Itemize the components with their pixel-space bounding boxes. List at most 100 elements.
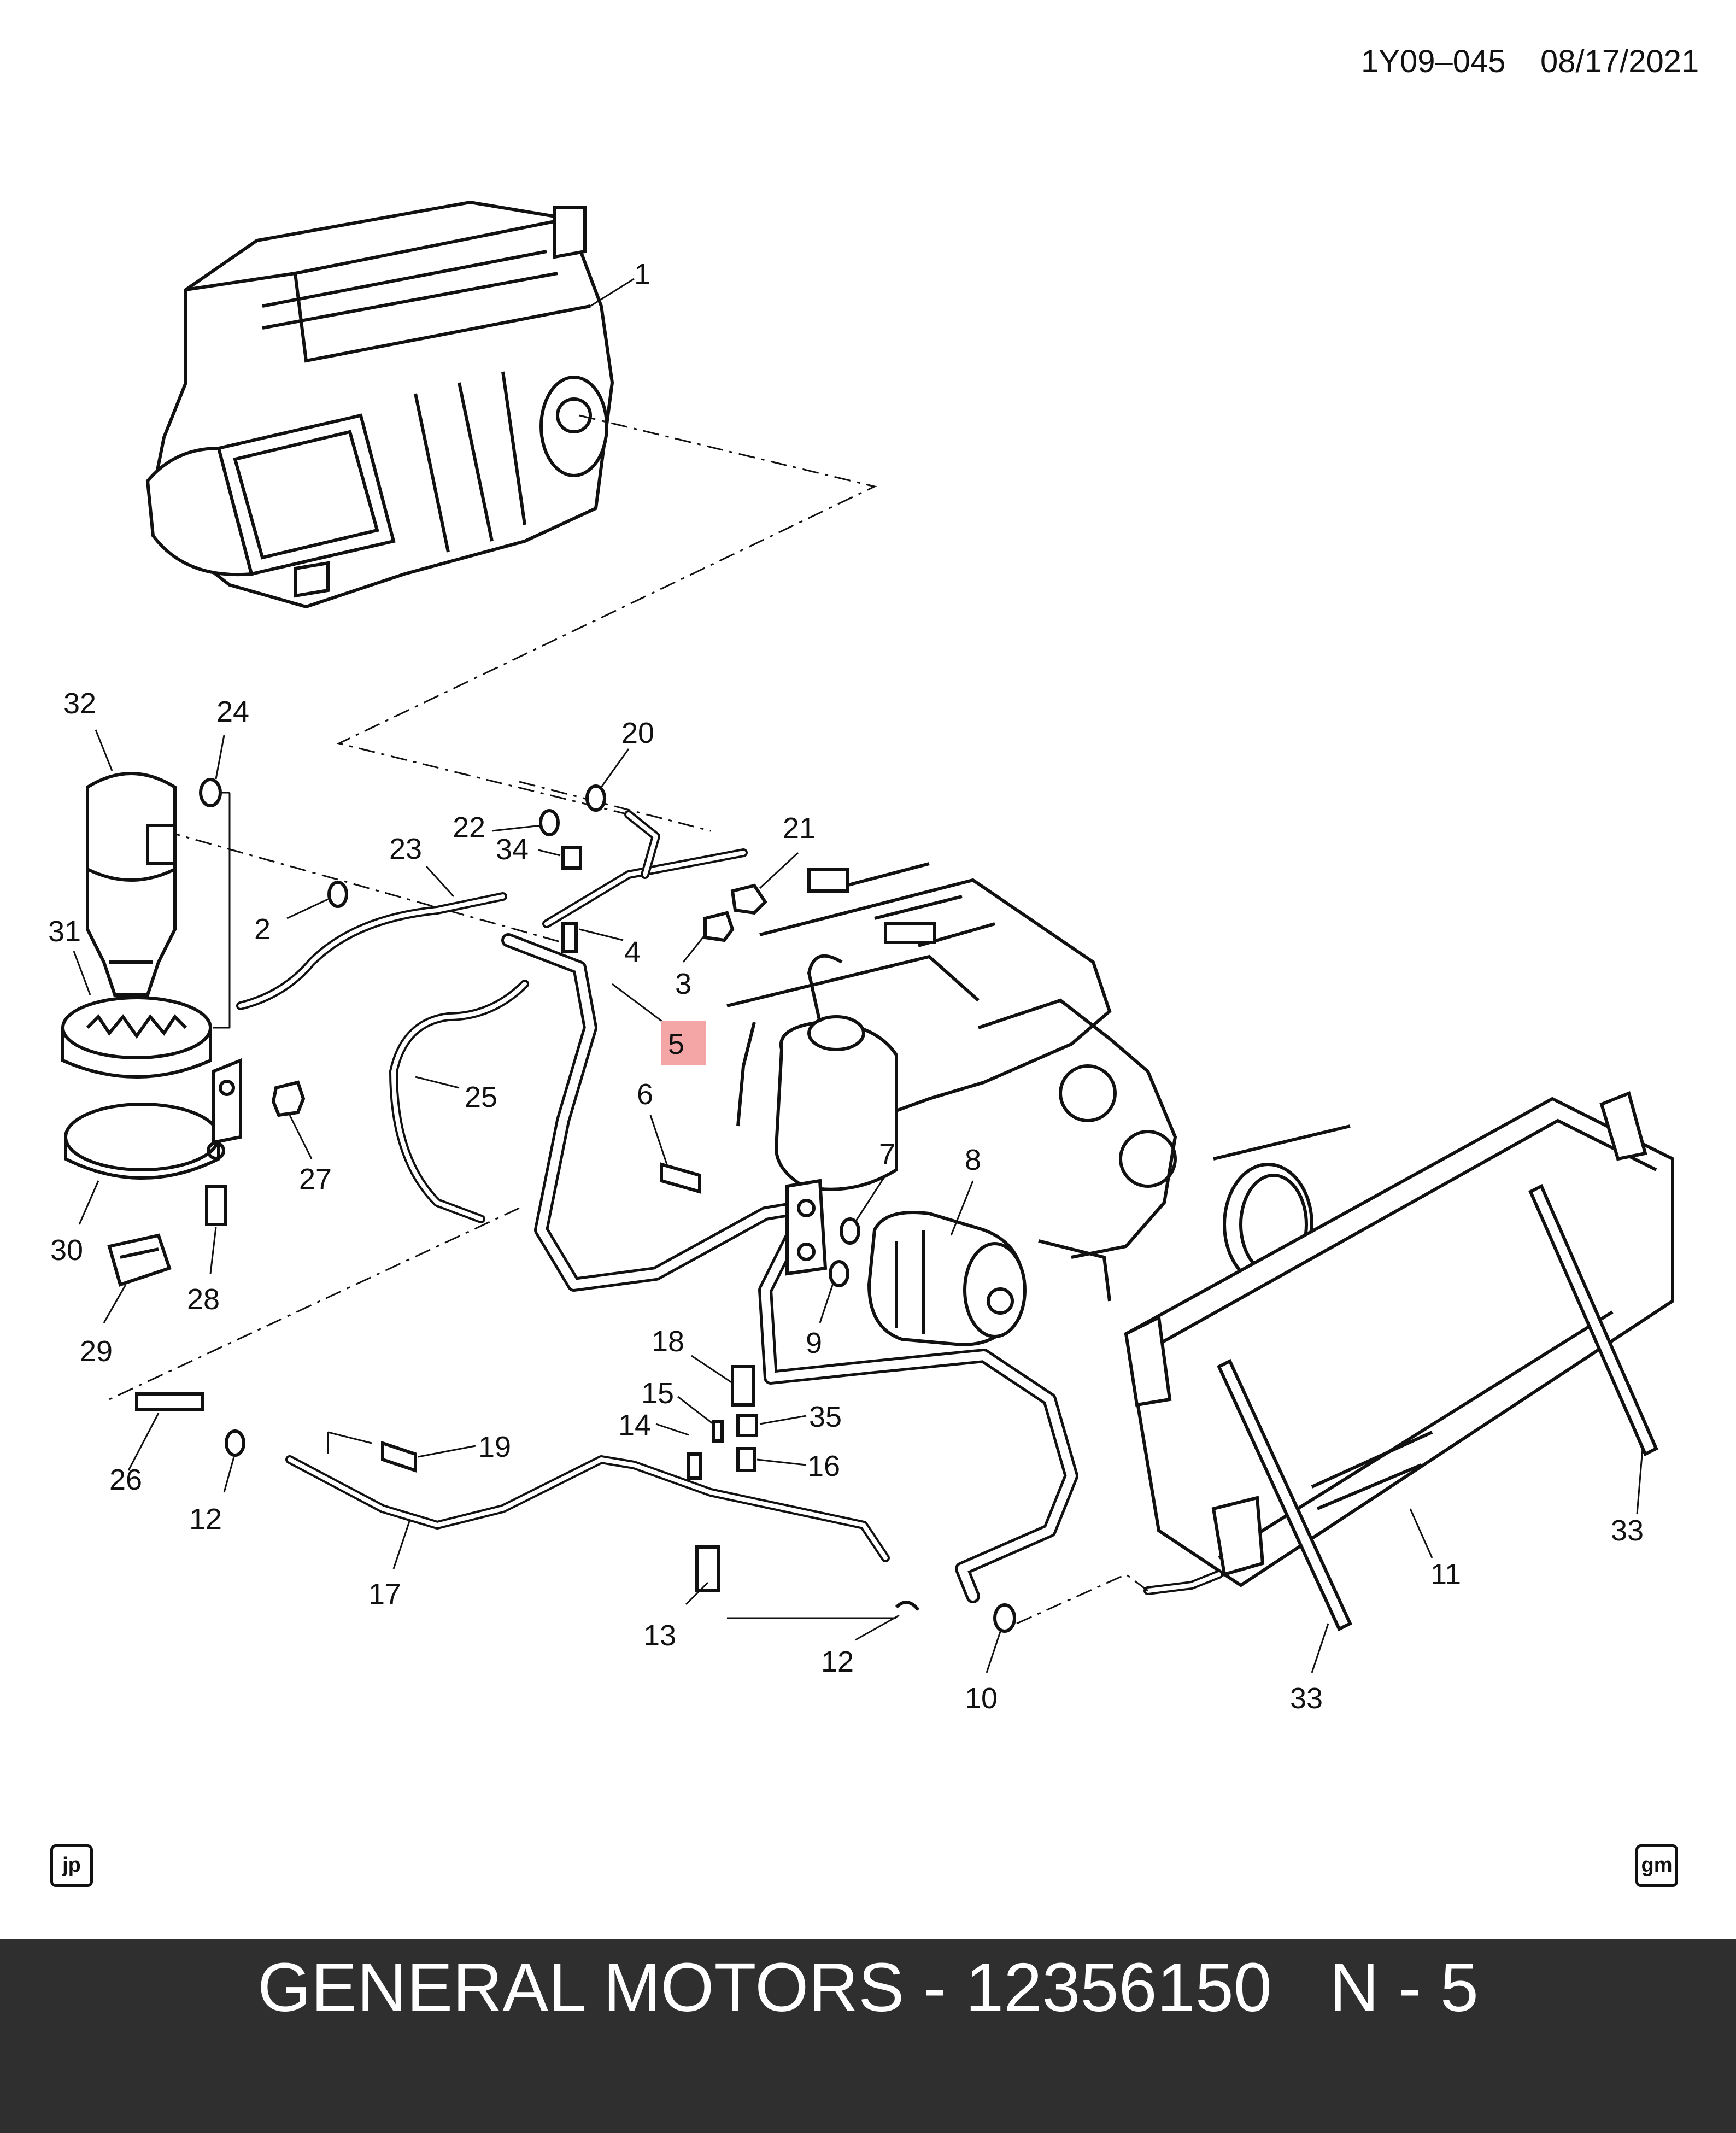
leader-21 bbox=[759, 852, 799, 889]
leader-25 bbox=[415, 1076, 460, 1089]
callout-26: 26 bbox=[109, 1463, 142, 1496]
cap-16 bbox=[736, 1447, 756, 1472]
bolt-13 bbox=[695, 1545, 720, 1592]
engine bbox=[726, 862, 1351, 1302]
tube-25 bbox=[389, 980, 529, 1223]
leader-17 bbox=[392, 1519, 411, 1569]
seal-12-left bbox=[225, 1429, 245, 1457]
seal-22 bbox=[539, 809, 560, 836]
bolt-6 bbox=[660, 1162, 701, 1194]
callout-9: 9 bbox=[806, 1327, 822, 1360]
dashed-leader-20 bbox=[519, 781, 711, 832]
valve-4 bbox=[561, 922, 578, 953]
callout-1: 1 bbox=[634, 258, 650, 291]
callout-12-left: 12 bbox=[189, 1503, 222, 1536]
callout-29: 29 bbox=[80, 1335, 113, 1368]
callout-6: 6 bbox=[637, 1078, 653, 1111]
leader-18 bbox=[691, 1355, 733, 1384]
diagram-date: 08/17/2021 bbox=[1540, 44, 1699, 79]
seal-2 bbox=[327, 881, 348, 908]
cap-35 bbox=[736, 1414, 758, 1437]
condenser-11 bbox=[1124, 1091, 1674, 1587]
seal-9 bbox=[829, 1260, 849, 1287]
callout-19: 19 bbox=[478, 1431, 511, 1463]
callout-13: 13 bbox=[643, 1619, 676, 1652]
leader-23 bbox=[425, 865, 455, 898]
callout-34: 34 bbox=[496, 833, 529, 866]
leader-16 bbox=[756, 1458, 807, 1466]
accumulator-cap-31 bbox=[61, 996, 212, 1079]
seal-strip-33-left bbox=[1217, 1358, 1352, 1632]
leader-1 bbox=[590, 278, 635, 307]
leader-8 bbox=[950, 1180, 974, 1236]
hose-5 bbox=[501, 933, 805, 1292]
callout-28: 28 bbox=[187, 1283, 220, 1316]
callout-35: 35 bbox=[809, 1400, 842, 1433]
bracket-line-24 bbox=[213, 792, 231, 1029]
nut-27 bbox=[271, 1080, 306, 1117]
callout-31: 31 bbox=[48, 915, 81, 948]
callout-27: 27 bbox=[299, 1163, 332, 1196]
seal-7 bbox=[840, 1217, 860, 1245]
leader-7 bbox=[854, 1175, 887, 1222]
callouts: 1 2 3 4 5 6 7 8 9 10 11 12 12 13 14 15 1… bbox=[48, 258, 1644, 1715]
footer-bar bbox=[0, 1939, 1736, 2133]
seal-10 bbox=[993, 1603, 1016, 1633]
bolt-3 bbox=[703, 911, 735, 942]
callout-4: 4 bbox=[624, 936, 641, 969]
fitting-26 bbox=[135, 1392, 204, 1411]
leader-3 bbox=[682, 934, 706, 963]
leader-31 bbox=[73, 951, 91, 995]
leader-35 bbox=[759, 1415, 807, 1425]
core-15 bbox=[712, 1420, 724, 1443]
callout-33-right: 33 bbox=[1611, 1514, 1644, 1547]
callout-23: 23 bbox=[389, 833, 422, 865]
callout-18: 18 bbox=[652, 1325, 684, 1358]
leader-4 bbox=[579, 928, 624, 941]
seal-24 bbox=[199, 778, 222, 807]
leader-22 bbox=[491, 824, 542, 832]
seal-strip-33-right bbox=[1528, 1183, 1658, 1457]
leader-12-right bbox=[855, 1614, 900, 1641]
gm-logo-badge: gm bbox=[1635, 1844, 1678, 1887]
callout-24: 24 bbox=[216, 695, 249, 728]
callout-20: 20 bbox=[621, 717, 654, 749]
callout-22: 22 bbox=[453, 811, 485, 844]
leader-28 bbox=[209, 1227, 217, 1274]
callout-32: 32 bbox=[63, 687, 96, 720]
callout-15: 15 bbox=[641, 1377, 674, 1410]
fitting-34 bbox=[561, 846, 582, 870]
compressor-8 bbox=[785, 1179, 1027, 1347]
callout-11: 11 bbox=[1430, 1558, 1461, 1591]
callout-14: 14 bbox=[618, 1409, 651, 1441]
accumulator-dryer bbox=[86, 772, 177, 997]
core-14 bbox=[687, 1452, 702, 1480]
leader-15 bbox=[677, 1396, 714, 1425]
leader-11 bbox=[1409, 1508, 1433, 1558]
clamp-30 bbox=[64, 1058, 242, 1180]
bolt-21 bbox=[730, 883, 767, 915]
leader-19 bbox=[418, 1445, 476, 1458]
callout-30: 30 bbox=[50, 1234, 83, 1267]
bolt-28 bbox=[205, 1185, 227, 1226]
callout-25: 25 bbox=[465, 1081, 497, 1114]
pad-29 bbox=[107, 1233, 172, 1287]
leader-10 bbox=[986, 1631, 1001, 1673]
callout-2: 2 bbox=[254, 913, 271, 946]
dashed-leader-accumulator bbox=[163, 830, 574, 947]
leader-30 bbox=[78, 1180, 99, 1225]
leader-33-bottom bbox=[1311, 1623, 1329, 1673]
diagram-id: 1Y09–045 bbox=[1361, 44, 1505, 79]
sensor-18 bbox=[731, 1365, 755, 1407]
bracket-19 bbox=[327, 1431, 372, 1454]
callout-10: 10 bbox=[965, 1682, 998, 1715]
callout-33-bottom: 33 bbox=[1290, 1682, 1323, 1715]
leader-34 bbox=[538, 849, 561, 857]
callout-17: 17 bbox=[368, 1578, 401, 1610]
leader-33-right bbox=[1636, 1448, 1644, 1515]
leader-27 bbox=[289, 1115, 313, 1159]
callout-5: 5 bbox=[668, 1028, 684, 1060]
jp-badge: jp bbox=[50, 1844, 93, 1887]
leader-32 bbox=[95, 729, 113, 771]
highlight-callout-5 bbox=[661, 1021, 706, 1065]
